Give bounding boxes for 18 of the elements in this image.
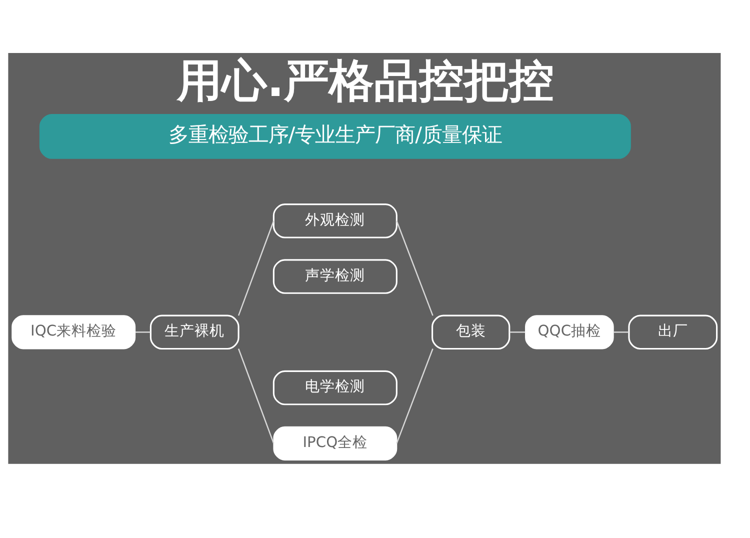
connector (396, 348, 434, 444)
node-box: 外观检测 (272, 204, 398, 238)
node-box: QQC抽检 (525, 315, 614, 350)
node-box: 出厂 (628, 314, 718, 350)
connector (396, 220, 434, 316)
diagram-title: 用心.严格品控把控 (177, 54, 554, 107)
connector (613, 332, 629, 333)
node-box: 包装 (432, 314, 510, 350)
connector (238, 348, 274, 444)
connector (510, 332, 526, 333)
node-box: 生产裸机 (150, 314, 240, 350)
node-box: 电学检测 (272, 370, 398, 406)
node-box: IQC来料检验 (12, 315, 136, 350)
node-box: 多重检验工序/专业生产厂商/质量保证 (39, 114, 631, 159)
connector (238, 220, 274, 316)
node-box: IPCQ全检 (273, 426, 398, 460)
node-box: 声学检测 (272, 259, 398, 294)
connector (136, 332, 150, 333)
